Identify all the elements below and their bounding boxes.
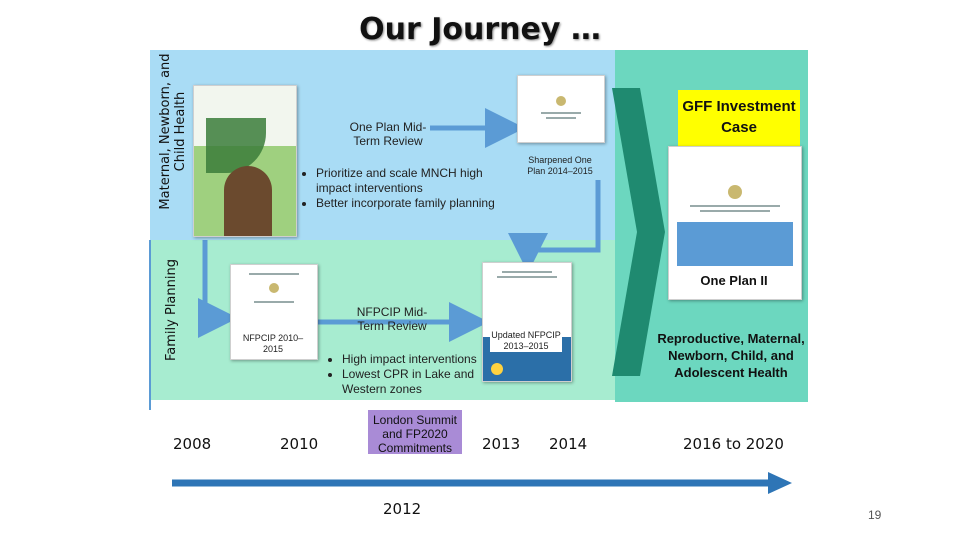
year-2013: 2013 [482,435,520,453]
arrow-sharpened-to-updated [528,180,598,258]
sharpened-plan-label: Sharpened One Plan 2014–2015 [523,155,597,177]
one-plan-midterm-label: One Plan Mid-Term Review [345,120,431,148]
one-plan-ii-label: One Plan II [668,273,800,288]
page-number: 19 [868,508,881,522]
timeline-arrowhead [768,472,792,494]
nfpcip-doc-label: NFPCIP 2010–2015 [240,333,306,355]
sharpened-plan-doc [517,75,605,143]
year-2016-2020: 2016 to 2020 [683,435,784,453]
year-2010: 2010 [280,435,318,453]
one-plan-bullet-2: Better incorporate family planning [316,196,506,211]
one-plan-bullets: Prioritize and scale MNCH high impact in… [302,166,506,211]
gff-investment-case-box: GFF Investment Case [678,90,800,148]
updated-nfpcip-doc [482,262,572,382]
one-plan-cover-doc [193,85,297,237]
rmncah-label: Reproductive, Maternal, Newborn, Child, … [657,330,805,381]
one-plan-bullet-1: Prioritize and scale MNCH high impact in… [316,166,506,196]
year-2014: 2014 [549,435,587,453]
year-2012: 2012 [383,500,421,518]
updated-nfpcip-label: Updated NFPCIP 2013–2015 [490,330,562,352]
london-summit-box: London Summit and FP2020 Commitments [368,410,462,454]
nfpcip-midterm-label: NFPCIP Mid-Term Review [352,305,432,333]
year-2008: 2008 [173,435,211,453]
photo-woman-icon [224,166,272,236]
arrow-start-to-nfpcip [205,240,223,318]
